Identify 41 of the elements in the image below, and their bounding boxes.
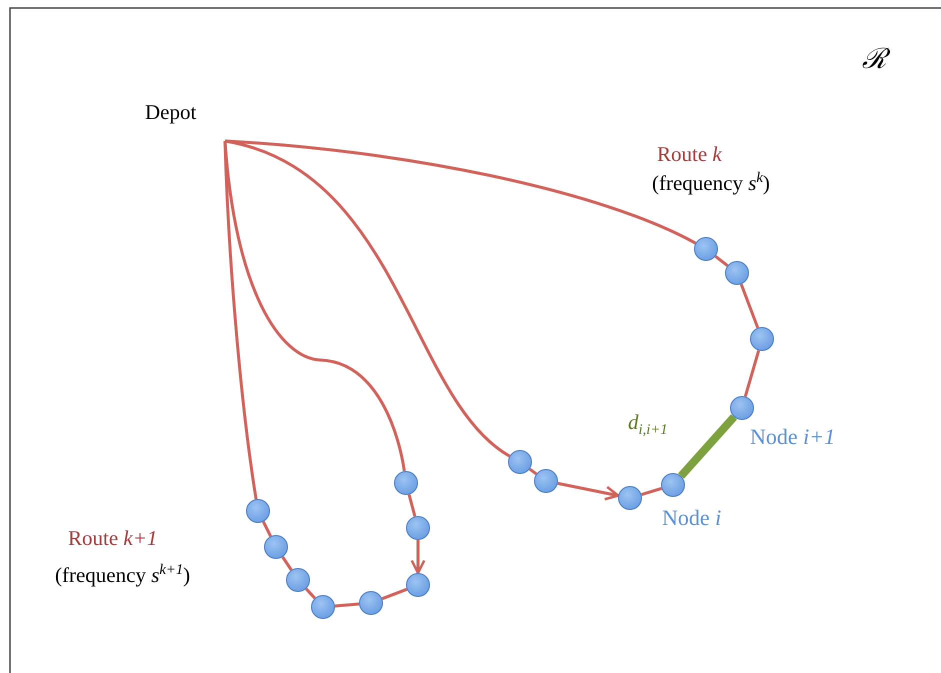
route-line: [224, 140, 258, 500]
route-line: [744, 350, 760, 397]
circle-node: [661, 473, 685, 497]
circle-node: [750, 327, 774, 351]
circle-node: [534, 469, 558, 493]
route-arrow: [410, 540, 426, 574]
route-label: Route k: [657, 142, 722, 167]
route-line: [641, 487, 662, 496]
route-arrow: [557, 482, 620, 501]
circle-node: [264, 535, 288, 559]
circle-node: [694, 237, 718, 261]
circle-node: [730, 396, 754, 420]
route-line: [408, 494, 416, 517]
circle-node: [246, 499, 270, 523]
route-label: Route k+1: [68, 526, 158, 551]
node-label: Node i+1: [750, 424, 836, 450]
frequency-label: (frequency s$^{k}$): [652, 170, 770, 196]
route-line: [382, 588, 408, 600]
route-line: [528, 468, 538, 476]
route-line: [281, 556, 293, 571]
route-line: [305, 588, 316, 600]
route-line: [334, 602, 360, 608]
circle-node: [508, 450, 532, 474]
frequency-label: (frequency s$^{k+1}$): [55, 562, 190, 588]
circle-node: [311, 595, 335, 619]
circle-node: [618, 486, 642, 510]
circle-node: [286, 568, 310, 592]
circle-node: [394, 471, 418, 495]
circle-node: [725, 261, 749, 285]
route-line: [224, 140, 510, 458]
route-line: [262, 521, 272, 537]
edge-label: d$_{i,i+1}$: [628, 410, 668, 440]
route-line: [740, 284, 760, 328]
circle-node: [359, 591, 383, 615]
highlighted-segment: [678, 414, 737, 479]
circle-node: [406, 516, 430, 540]
depot-label: Depot: [145, 100, 227, 142]
route-line: [714, 255, 728, 267]
circle-node: [406, 573, 430, 597]
node-label: Node i: [662, 505, 722, 531]
route-line: [224, 140, 696, 244]
